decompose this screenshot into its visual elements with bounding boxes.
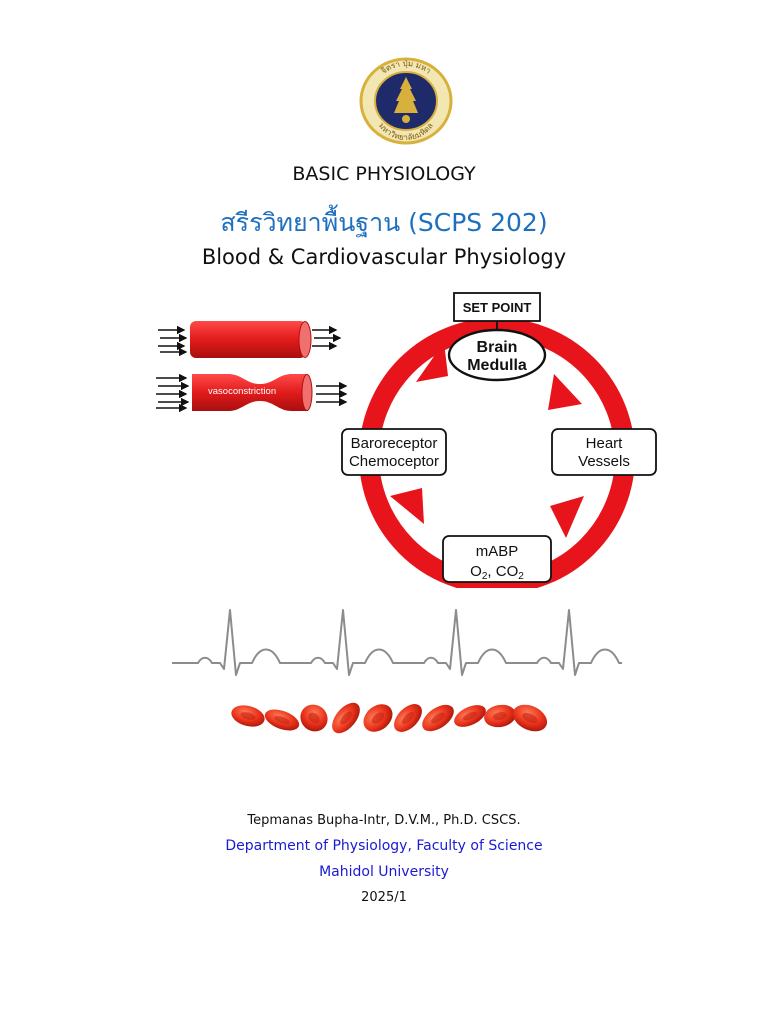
loop-arrow-upper-left bbox=[416, 342, 448, 382]
university-line: Mahidol University bbox=[319, 864, 449, 880]
baroreceptor-label: Baroreceptor bbox=[351, 435, 438, 452]
red-blood-cell-center bbox=[340, 711, 352, 725]
loop-arrow-lower-right bbox=[550, 496, 584, 538]
crown-icon bbox=[394, 77, 418, 113]
feedback-loop-diagram: SET POINT Brain Medulla Baroreceptor Che… bbox=[341, 292, 657, 588]
ecg-waveform bbox=[172, 609, 622, 676]
university-logo: จิตรา ปุ่ม มหา มหาวิทยาลัยมหิดล bbox=[359, 57, 453, 145]
red-blood-cell-center bbox=[240, 712, 256, 720]
medulla-label: Medulla bbox=[467, 357, 527, 374]
red-blood-cells bbox=[231, 702, 548, 734]
brain-medulla-node bbox=[447, 328, 547, 382]
thai-course-title: สรีรวิทยาพื้นฐาน (SCPS 202) bbox=[220, 208, 548, 237]
vessel-illustration: vasoconstriction bbox=[156, 321, 348, 413]
loop-arrow-lower-left bbox=[390, 488, 424, 524]
heart-label: Heart bbox=[586, 435, 624, 452]
normal-vessel bbox=[158, 321, 342, 358]
course-label: BASIC PHYSIOLOGY bbox=[292, 163, 476, 185]
constricted-vessel: vasoconstriction bbox=[156, 373, 348, 413]
red-blood-cell-center bbox=[402, 712, 414, 724]
red-blood-cell-center bbox=[371, 712, 385, 724]
mabp-box bbox=[442, 535, 552, 583]
chemoceptor-label: Chemoceptor bbox=[349, 453, 439, 470]
logo-emblem-dot bbox=[402, 115, 410, 123]
mabp-label: mABP bbox=[476, 543, 519, 560]
red-blood-cell-center bbox=[492, 712, 508, 720]
red-blood-cell-center bbox=[274, 715, 290, 725]
loop-arrow-upper-right bbox=[548, 374, 582, 410]
effector-box bbox=[551, 428, 657, 476]
vasoconstriction-label: vasoconstriction bbox=[208, 386, 276, 397]
red-blood-cell-center bbox=[431, 712, 445, 724]
brain-label: Brain bbox=[477, 339, 518, 356]
set-point-label: SET POINT bbox=[463, 300, 532, 315]
red-blood-cell-center bbox=[308, 712, 320, 724]
red-blood-cell-center bbox=[462, 711, 478, 721]
vessels-label: Vessels bbox=[578, 453, 630, 470]
ecg-trace bbox=[172, 609, 622, 676]
department-line: Department of Physiology, Faculty of Sci… bbox=[225, 838, 543, 854]
author-credit: Tepmanas Bupha-Intr, D.V.M., Ph.D. CSCS. bbox=[247, 813, 521, 828]
term-line: 2025/1 bbox=[361, 890, 407, 905]
subject-title: Blood & Cardiovascular Physiology bbox=[201, 245, 567, 269]
gas-label: O2, CO2 bbox=[470, 563, 524, 582]
receptor-box bbox=[341, 428, 447, 476]
red-blood-cell-center bbox=[522, 712, 538, 724]
